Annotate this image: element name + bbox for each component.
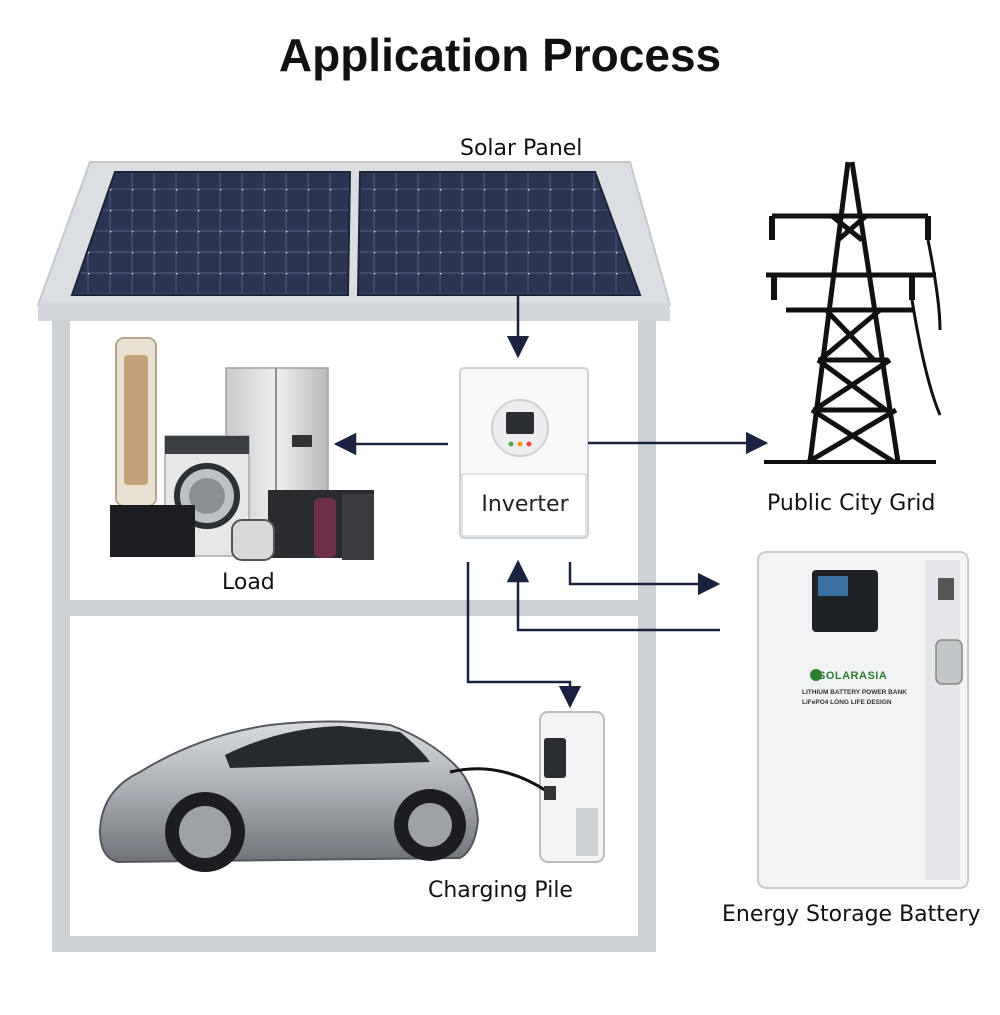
charging-pile bbox=[449, 711, 605, 863]
battery-text-line-1: LITHIUM BATTERY POWER BANK bbox=[802, 689, 907, 696]
label-public-city-grid: Public City Grid bbox=[767, 491, 936, 516]
battery-brand: SOLARASIA bbox=[818, 670, 888, 682]
label-inverter: Inverter bbox=[481, 492, 569, 517]
battery-cabinet bbox=[757, 551, 969, 889]
label-load: Load bbox=[222, 570, 275, 595]
arrow-battery-to-inverter bbox=[506, 559, 720, 632]
battery-text-line-2: LiFePO4 LONG LIFE DESIGN bbox=[802, 699, 892, 706]
label-solar-panel: Solar Panel bbox=[460, 136, 583, 161]
label-energy-storage-battery: Energy Storage Battery bbox=[722, 902, 981, 927]
label-charging-pile: Charging Pile bbox=[428, 878, 573, 903]
inverter-unit bbox=[459, 367, 589, 539]
solar-panel-array bbox=[70, 171, 642, 296]
load-appliances bbox=[110, 337, 374, 561]
electric-car bbox=[98, 720, 480, 872]
flow-arrows bbox=[333, 296, 769, 709]
page-title: Application Process bbox=[278, 29, 722, 81]
arrow-inverter-to-battery bbox=[568, 562, 721, 596]
power-tower bbox=[764, 161, 942, 465]
arrow-inverter-to-charging-pile bbox=[466, 562, 582, 709]
